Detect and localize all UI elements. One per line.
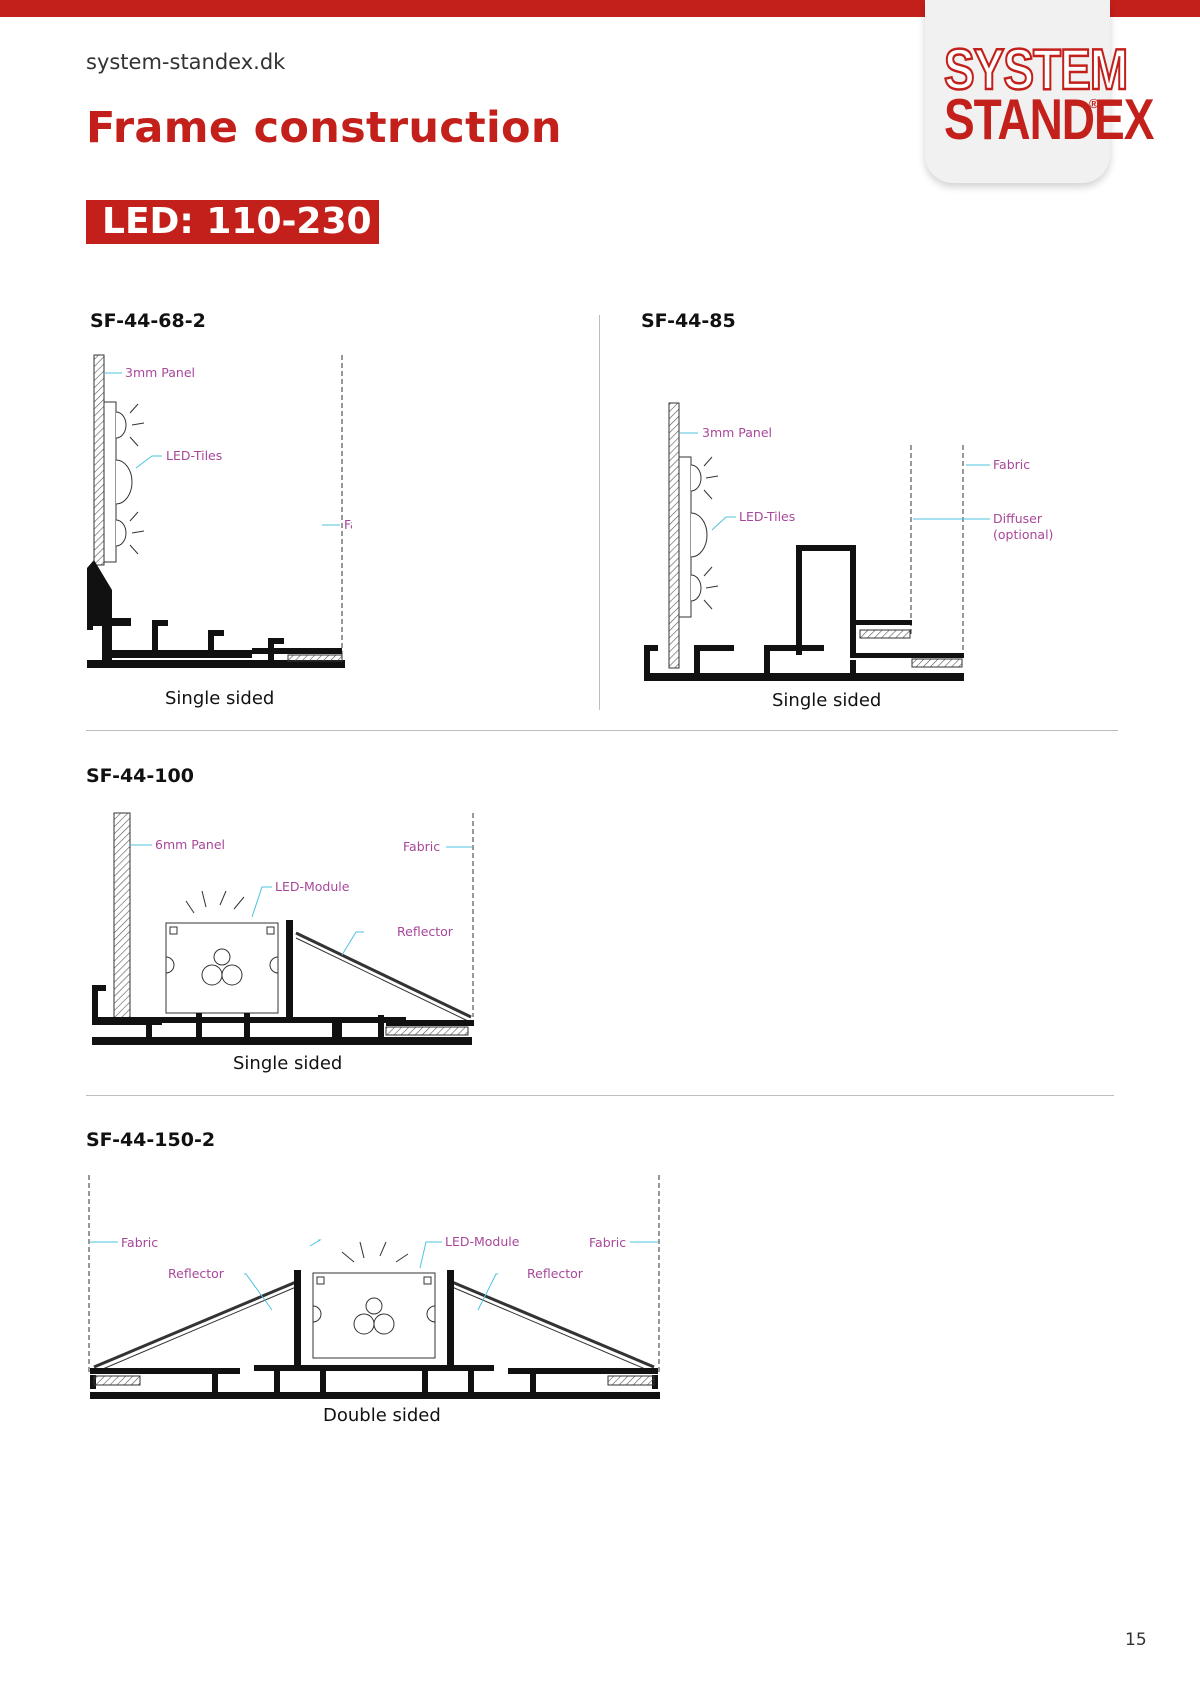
section-title-sf-44-68-2: SF-44-68-2 (90, 310, 206, 332)
caption-sf-44-150-2: Double sided (323, 1405, 441, 1426)
registered-mark: ® (1089, 96, 1099, 111)
section-divider-1 (86, 730, 1118, 731)
caption-sf-44-100: Single sided (233, 1053, 343, 1074)
section-divider-2 (86, 1095, 1114, 1096)
website-url: system-standex.dk (86, 50, 286, 74)
logo-line-1: SYSTEM (943, 35, 1129, 103)
label-3mm-panel: 3mm Panel (702, 425, 772, 440)
diagram-sf-44-100: 6mm Panel LED-Module Fabric Reflector (92, 812, 474, 1045)
page-number: 15 (1125, 1630, 1147, 1650)
column-divider (599, 315, 600, 710)
diagram-sf-44-85: 3mm Panel LED-Tiles Fabric Diffuser (opt… (644, 402, 1053, 681)
label-diffuser-optional: (optional) (993, 527, 1053, 542)
label-fabric-right: Fabric (589, 1235, 626, 1250)
label-fabric: Fabric (344, 517, 352, 532)
label-reflector-left: Reflector (168, 1266, 225, 1281)
section-title-sf-44-85: SF-44-85 (641, 310, 736, 332)
diagram-sf-44-68-2: 3mm Panel LED-Tiles Fabric (87, 354, 352, 668)
logo-tab (925, 0, 1110, 183)
label-fabric: Fabric (403, 839, 440, 854)
label-fabric: Fabric (993, 457, 1030, 472)
label-diffuser: Diffuser (993, 511, 1043, 526)
caption-sf-44-85: Single sided (772, 690, 882, 711)
logo-line-2: STANDEX (944, 86, 1154, 152)
label-led-tiles: LED-Tiles (166, 448, 222, 463)
label-3mm-panel: 3mm Panel (125, 365, 195, 380)
label-led-tiles: LED-Tiles (739, 509, 795, 524)
label-led-module: LED-Module (445, 1234, 520, 1249)
top-brand-bar (0, 0, 1200, 17)
label-fabric-left: Fabric (121, 1235, 158, 1250)
label-reflector: Reflector (397, 924, 454, 939)
diagram-sf-44-150-2: Fabric Reflector LED-Module Fabric Refle… (88, 1175, 660, 1399)
label-reflector-right: Reflector (527, 1266, 584, 1281)
label-led-module: LED-Module (275, 879, 350, 894)
caption-sf-44-68-2: Single sided (165, 688, 275, 709)
section-title-sf-44-100: SF-44-100 (86, 765, 194, 787)
section-title-sf-44-150-2: SF-44-150-2 (86, 1129, 216, 1151)
page-title: Frame construction (86, 103, 562, 153)
label-6mm-panel: 6mm Panel (155, 837, 225, 852)
voltage-badge: LED: 110-230 V (86, 200, 379, 286)
